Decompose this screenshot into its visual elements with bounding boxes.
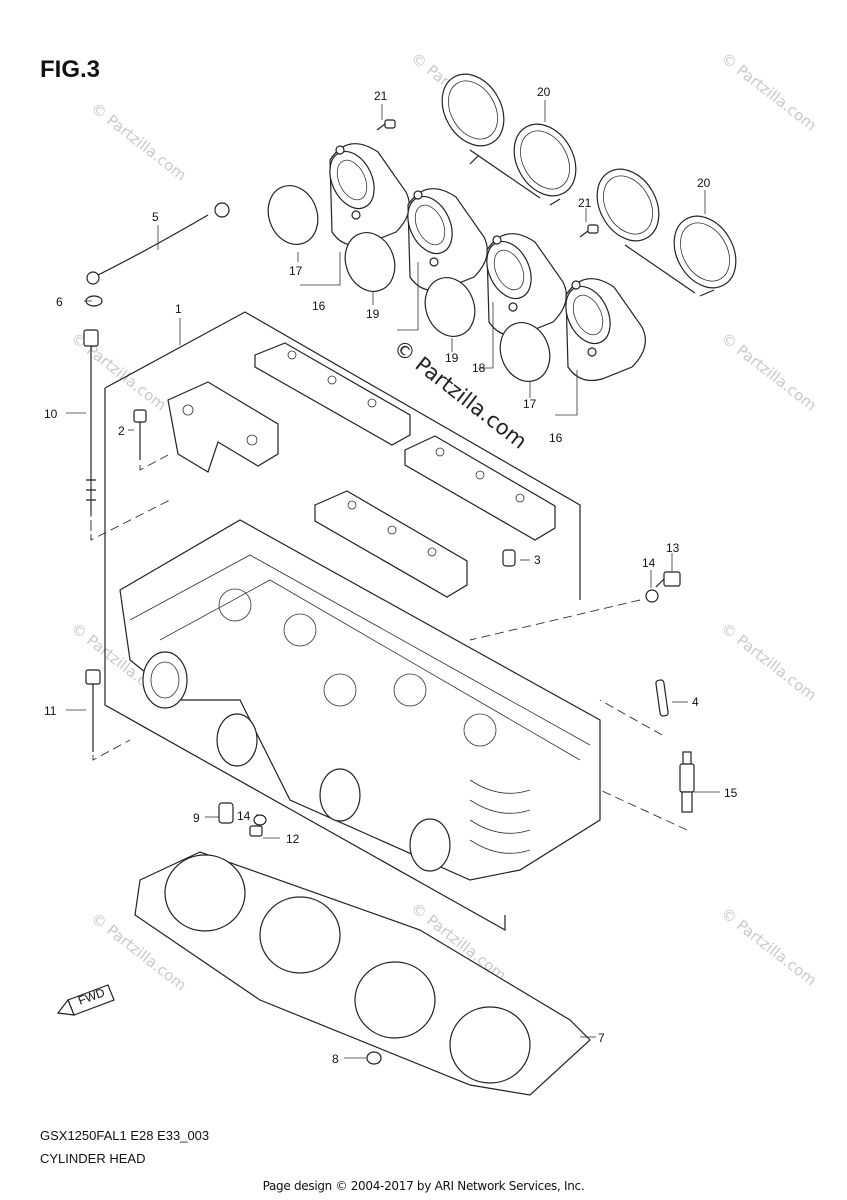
leader-line <box>90 499 171 541</box>
callout-7: 7 <box>598 1031 605 1045</box>
watermark: © Partzilla.com <box>718 329 820 414</box>
fwd-arrow: FWD <box>56 984 115 1016</box>
dowel-8 <box>366 1051 382 1065</box>
cylinder-head <box>119 519 601 881</box>
hose-5 <box>86 202 230 285</box>
callout-13: 13 <box>666 541 680 555</box>
callout-17: 17 <box>289 264 303 278</box>
watermark: © Partzilla.com <box>718 49 820 134</box>
callout-4: 4 <box>692 695 699 709</box>
page-credit: Page design © 2004-2017 by ARI Network S… <box>262 1179 585 1193</box>
leader-lines <box>66 100 720 1059</box>
callout-17: 17 <box>523 397 537 411</box>
callout-8: 8 <box>332 1052 339 1066</box>
callout-20: 20 <box>697 176 711 190</box>
callout-20: 20 <box>537 85 551 99</box>
clamp-20 <box>596 168 737 297</box>
assembly-name: CYLINDER HEAD <box>40 1151 146 1166</box>
callout-16: 16 <box>549 431 563 445</box>
dowel-3 <box>502 549 516 567</box>
callout-14: 14 <box>237 809 251 823</box>
o-ring-17 <box>499 322 551 382</box>
intake-boot-1 <box>329 143 410 247</box>
watermark: © Partzilla.com <box>718 619 820 704</box>
screw-21 <box>579 224 599 238</box>
cam-holder <box>404 435 556 541</box>
callout-6: 6 <box>56 295 63 309</box>
screw-21 <box>376 119 396 131</box>
intake-boot-4 <box>565 278 646 382</box>
leader-line <box>139 454 169 471</box>
callout-19: 19 <box>445 351 459 365</box>
leader-line <box>92 739 131 761</box>
callout-12: 12 <box>286 832 300 846</box>
dowel-9 <box>218 802 234 824</box>
callout-5: 5 <box>152 210 159 224</box>
cam-holder <box>167 381 279 473</box>
watermark: © Partzilla.com <box>718 904 820 989</box>
stud-4 <box>655 679 669 717</box>
callout-19: 19 <box>366 307 380 321</box>
callout-15: 15 <box>724 786 738 800</box>
washer-14 <box>253 814 267 826</box>
head-gasket-7 <box>134 851 591 1096</box>
bolt-11 <box>85 669 101 752</box>
cam-holder <box>254 342 411 446</box>
callout-18: 18 <box>472 361 486 375</box>
bolt-13 <box>655 571 681 588</box>
callout-14: 14 <box>642 556 656 570</box>
callout-21: 21 <box>374 89 388 103</box>
bolt-2 <box>133 409 147 460</box>
o-ring-17 <box>267 185 319 245</box>
model-code: GSX1250FAL1 E28 E33_003 <box>40 1128 210 1143</box>
leader-line <box>599 789 688 831</box>
spark-plug-15 <box>679 751 695 813</box>
clamp-20 <box>441 73 577 206</box>
o-ring-19 <box>424 277 476 337</box>
callout-9: 9 <box>193 811 200 825</box>
washer-14 <box>645 589 659 603</box>
leader-line <box>599 699 663 736</box>
figure-title: FIG.3 <box>40 56 101 83</box>
callout-21: 21 <box>578 196 592 210</box>
callouts: 1 2 3 4 5 6 7 8 9 10 11 12 13 14 14 15 1… <box>44 85 738 1066</box>
assembly-frame <box>104 311 581 932</box>
callout-2: 2 <box>118 424 125 438</box>
callout-1: 1 <box>175 302 182 316</box>
o-ring-19 <box>344 232 396 292</box>
callout-16: 16 <box>312 299 326 313</box>
callout-10: 10 <box>44 407 58 421</box>
bolt-12 <box>249 825 263 837</box>
leader-line <box>469 599 641 641</box>
cam-holder <box>314 490 468 598</box>
watermark: © Partzilla.com <box>88 99 190 184</box>
callout-3: 3 <box>534 553 541 567</box>
intake-boot-3 <box>486 233 567 337</box>
callout-11: 11 <box>44 704 57 718</box>
watermark: © Partzilla.com <box>68 329 170 414</box>
intake-boot-2 <box>407 188 488 292</box>
